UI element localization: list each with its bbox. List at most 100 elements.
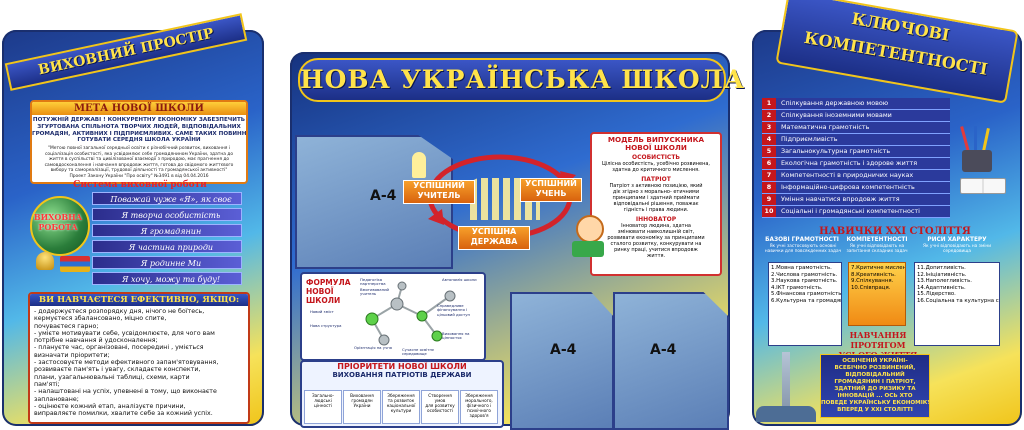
placeholder-a4-bottom-left [510,292,614,430]
mission-quote-line: вибору та самореалізації, трудової діяль… [50,168,228,174]
mission-box: МЕТА НОВОЇ ШКОЛИ ПОТУЖНІЙ ДЕРЖАВІ ! КОНК… [30,100,248,184]
priority-line: громадян [351,398,373,403]
placeholder-a4-top-label: А-4 [370,188,397,204]
mission-line: ПОТУЖНІЙ ДЕРЖАВІ ! КОНКУРЕНТНУ ЕКОНОМІКУ… [32,117,246,123]
mission-quote-line: "Метою повної загальної середньої освіти… [47,146,230,152]
personality-title: ОСОБИСТІСТЬ [632,154,680,161]
mission-text: ПОТУЖНІЙ ДЕРЖАВІ ! КОНКУРЕНТНУ ЕКОНОМІКУ… [32,115,246,144]
patriot-line: гідність і права людини. [623,207,689,213]
bottom-message-line: ВПЕРЕД У XXI СТОЛІТТІ [837,407,913,413]
competency-number: 9 [762,194,776,205]
bottom-message-line: ОСВІЧЕНІЙ УКРАЇНІ- [842,358,908,364]
innovator-line: життя. [646,253,666,259]
placeholder-a4-bottom-right-label: А-4 [650,342,677,358]
effective-item: - додержуєтеся розпорядку дня, нічого не… [34,308,205,315]
competence-item: 7.Критичне мислення, розв'язування пробл… [851,265,906,271]
priority-line: Створення [428,393,452,398]
trait-item: 16.Соціальна та культурна свідомість. [917,297,999,304]
col-head-literacies: БАЗОВІ ГРАМОТНОСТІ [765,237,839,243]
literacy-item: 3.Наукова грамотність. [771,278,838,285]
patriot-line: принципами і здатний приймати [612,195,700,201]
open-book-icon [960,178,1006,194]
bottom-message: ОСВІЧЕНІЙ УКРАЇНІ-ВСЕБІЧНО РОЗВИНЕНИЙ,ВІ… [820,354,930,418]
innovator-line: ринку праці, учитися впродовж [614,247,698,253]
effective-item: пам'яті; [34,380,60,388]
monument-silhouette [756,352,816,422]
value-bar: Я хочу, можу та буду! [92,272,242,285]
bottom-message-line: ІННОВАЦІЙ ... ОСЬ ХТО [837,393,913,399]
innovator-line: Інноватор людина, здатна [621,223,691,229]
effective-item: - налаштовані на успіх, упевнені в тому,… [34,388,217,396]
literacy-item: 6.Культурна та громадянська грамотність. [771,297,841,304]
bottom-message-line: ПОВЕДЕ УКРАЇНСЬКУ ЕКОНОМІКУ [821,400,930,406]
competency-label: Інформаційно-цифрова компетентність [781,183,915,191]
competency-number: 2 [762,110,776,121]
trait-item: 15.Лідерство. [917,291,956,298]
effective-item: розвиваєте пам'ять і увагу, складаєте ко… [34,366,201,374]
traits-box: 11.Допитливість.12.Ініціативність.13.Нап… [914,262,1000,346]
effective-item: - плануєте час, організовані, посередині… [34,344,204,352]
cycle-state: УСПІШНА ДЕРЖАВА [458,226,530,250]
priority-line: для розвитку [425,403,455,408]
priority-line: національної [386,403,416,408]
effective-title: ВИ НАВЧАЄТЕСЯ ЕФЕКТИВНО, ЯКЩО: [30,294,248,306]
priority-line: Збереження [387,393,415,398]
literacy-item: 5.Фінансова грамотність. [771,291,842,298]
center-title: НОВА УКРАЇНСЬКА ШКОЛА [298,58,744,102]
bottom-message-line: ВСЕБІЧНО РОЗВИНЕНИЙ, [834,365,916,371]
formula-node-label: Вмотивований учитель [360,287,390,297]
effective-item: запланованe; [34,395,79,403]
effective-box: ВИ НАВЧАЄТЕСЯ ЕФЕКТИВНО, ЯКЩО: - додержу… [28,292,250,424]
effective-item: визначати пріоритети; [34,351,110,359]
priorities-subtitle: ВИХОВАННЯ ПАТРІОТІВ ДЕРЖАВИ [332,371,472,379]
formula-node-label: Сучасне освітнє середовище [402,347,435,357]
mission-quote-line: самовдосконалення і навчання впродовж жи… [44,162,234,168]
priority-line: Загально- [312,393,334,398]
trait-item: 12.Ініціативність. [917,271,967,278]
priority-line: культури [390,408,412,413]
system-title: Система виховної роботи [73,180,207,190]
mission-quote: "Метою повної загальної середньої освіти… [32,144,246,179]
formula-node-label: Орієнтація на учня [354,345,392,350]
effective-item: плани, узагальнювальні таблиці, схеми, к… [34,373,190,381]
globe-badge [30,196,90,256]
competences-box: 7.Критичне мислення, розв'язування пробл… [848,262,906,326]
formula-node-label: Нова структура [310,323,342,328]
competency-label: Екологічна грамотність і здорове життя [781,159,918,167]
skills-title: НАВИЧКИ XXI СТОЛІТТЯ [819,226,971,237]
effective-item: почуваєтеся гарно; [34,322,99,330]
competency-label: Загальнокультурна грамотність [781,147,891,155]
value-bar: Я частина природи [92,240,242,253]
literacy-item: 2.Числова грамотність. [771,271,838,278]
competency-label: Компетентності в природничих науках [781,171,914,179]
priority-line: України [353,403,371,408]
effective-item: - оцінюєте кожний етап, аналізуєте причи… [34,402,186,410]
model-box: МОДЕЛЬ ВИПУСКНИКА НОВОЇ ШКОЛИ ОСОБИСТІСТ… [590,132,722,276]
cycle-teacher: УСПІШНИЙ УЧИТЕЛЬ [403,180,475,204]
mission-line: ГОТУВАТИ СЕРЕДНЯ ШКОЛА УКРАЇНИ [77,137,201,144]
col-sub-competences: Як учні відповідають на запитання складн… [846,244,908,254]
teacher-silhouette [412,152,426,178]
formula-node-label: Автономія школи [442,277,477,282]
formula-title: ФОРМУЛА НОВОЇ ШКОЛИ [306,278,351,305]
bottom-message-line: ГРОМАДЯНИН І ПАТРІОТ, [834,379,916,385]
priorities-box: ПРІОРИТЕТИ НОВОЇ ШКОЛИ ВИХОВАННЯ ПАТРІОТ… [300,360,504,428]
patriot-line: Патріот з активною позицією, який [609,183,703,189]
innovator-line: розвивати економіку за принципами [607,235,705,241]
effective-item: - умієте мотивувати себе, усвідомлюєте, … [34,329,215,337]
priority-line: Збереження [465,393,493,398]
value-bar: Поважай чуже «Я», як своє [92,192,242,205]
effective-list: - додержуєтеся розпорядку дня, нічого не… [30,306,248,419]
